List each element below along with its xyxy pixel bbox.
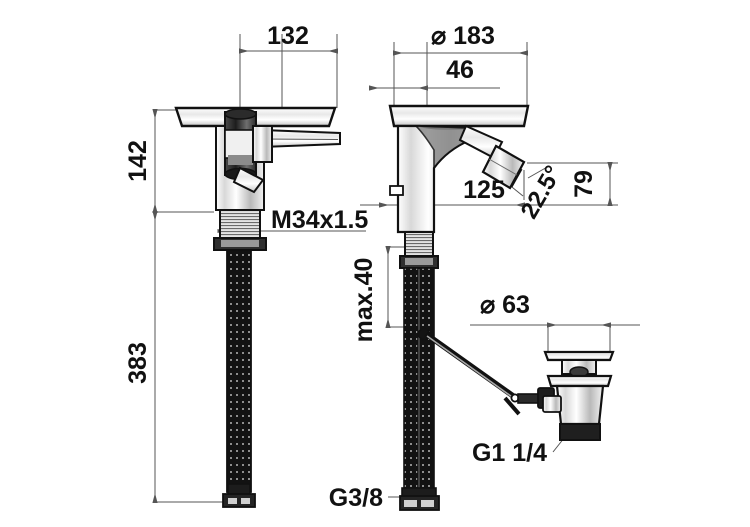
threaded-shank [219, 209, 261, 239]
cover-plate-side [388, 104, 530, 128]
dim-label-79: 79 [570, 170, 598, 198]
waste-body [555, 384, 605, 426]
front-view-geometry [174, 34, 341, 508]
dim-label-m34: M34x1.5 [271, 206, 368, 234]
dim-label-g38: G3/8 [329, 484, 383, 512]
supply-hose [226, 249, 252, 493]
side-detail-button [389, 185, 404, 196]
waste-flange [546, 374, 613, 388]
dim-label-46: 46 [446, 56, 474, 84]
waste-side-boss [542, 395, 562, 413]
waste-thread-collar [559, 423, 601, 441]
supply-hose-hot [403, 267, 419, 491]
supply-hose-cold [419, 267, 435, 491]
lever-handle [261, 128, 341, 149]
threaded-shank-side [404, 231, 434, 257]
waste-plug-cap [543, 350, 615, 362]
spout-outlet [232, 166, 265, 194]
dim-label-383: 383 [124, 342, 152, 384]
hose-end-fitting [222, 493, 256, 508]
pop-up-lift-rod [424, 331, 518, 401]
dimension-texts: 132 142 383 M34x1.5 ⌀ 183 46 125 22.5° 7… [124, 22, 598, 512]
dim-label-max40: max.40 [350, 258, 378, 343]
dim-label-g114: G1 1/4 [472, 439, 547, 467]
waste-assembly-geometry [542, 325, 615, 441]
dim-label-132: 132 [267, 22, 309, 50]
dim-label-142: 142 [124, 140, 152, 182]
side-view-geometry [388, 42, 555, 511]
dim-label-183: ⌀ 183 [431, 22, 495, 50]
dim-label-63: ⌀ 63 [480, 291, 530, 319]
dim-label-125: 125 [463, 176, 505, 204]
dim-label-angle: 22.5° [516, 161, 568, 223]
